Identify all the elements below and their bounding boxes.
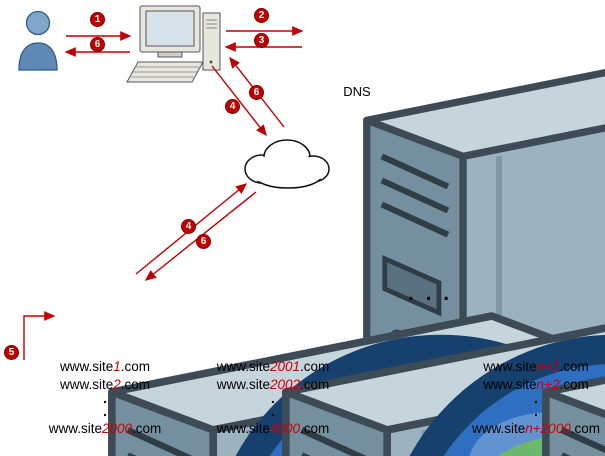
site-list-2: www.site2001.com www.site2002.com . . ww…: [203, 358, 343, 438]
step-badge-6: 6: [196, 234, 211, 249]
site-row: www.siten+1.com: [483, 359, 589, 374]
vertical-dot: .: [271, 403, 275, 419]
vertical-dot: .: [103, 390, 107, 406]
step-badge-6: 6: [90, 37, 105, 52]
step-badge-1: 1: [90, 12, 105, 27]
servers-ellipsis: . . .: [407, 282, 453, 305]
site-row: www.site2001.com: [216, 359, 330, 374]
cloud-icon: [244, 139, 330, 189]
arrow-step-4-computer-to-cloud: [211, 65, 267, 137]
site-row: www.site2.com: [59, 377, 151, 392]
site-row: www.site4000.com: [216, 421, 330, 436]
site-row: www.site1.com: [59, 359, 151, 374]
step-badge-3: 3: [254, 33, 269, 48]
site-list-1: www.site1.com www.site2.com . . www.site…: [38, 358, 172, 438]
site-row: www.siten+2000.com: [472, 421, 600, 436]
step-badge-6: 6: [249, 85, 264, 100]
vertical-dot: .: [103, 403, 107, 419]
step-badge-5: 5: [4, 345, 19, 360]
user-icon: [18, 10, 58, 71]
dns-label: DNS: [343, 84, 371, 99]
step-badge-4: 4: [181, 219, 196, 234]
vertical-dot: .: [271, 390, 275, 406]
site-row: www.site2000.com: [48, 421, 162, 436]
step-badge-4: 4: [225, 99, 240, 114]
site-list-3: www.siten+1.com www.siten+2.com . . www.…: [466, 358, 605, 438]
step-badge-2: 2: [254, 8, 269, 23]
site-row: www.siten+2.com: [483, 377, 589, 392]
vertical-dot: .: [534, 403, 538, 419]
site-row: www.site2002.com: [216, 377, 330, 392]
arrow-step-5-site-selection: [23, 311, 56, 360]
vertical-dot: .: [534, 390, 538, 406]
computer-icon: [126, 5, 221, 83]
